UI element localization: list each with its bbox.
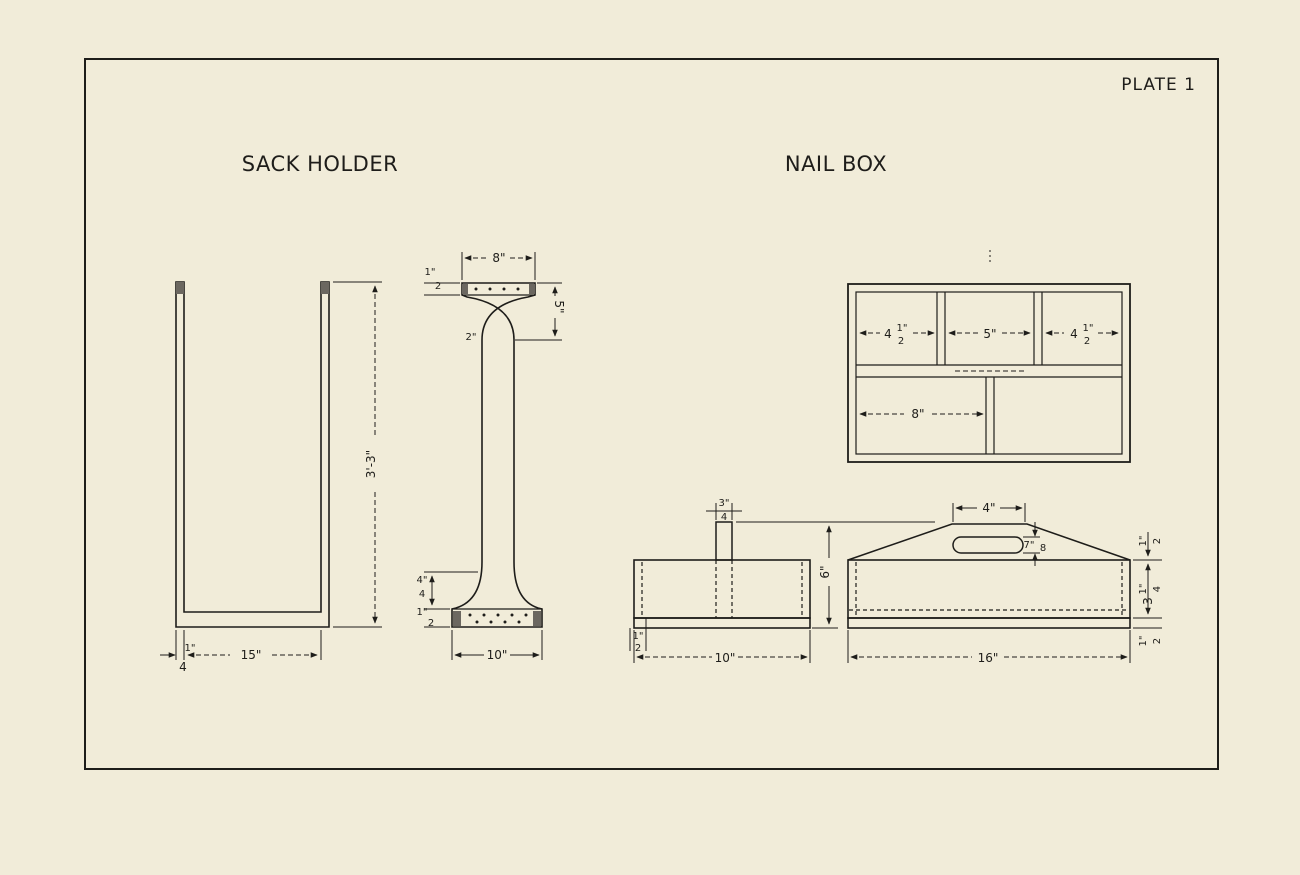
sack-holder-side-view: 3'-3" 15" 1" 4	[160, 281, 382, 674]
wall-numerator: 1"	[1138, 584, 1149, 595]
bottom-flare-denominator: 4	[419, 589, 425, 600]
nail-box-end-view: 3" 4 6" 1" 2 10"	[629, 498, 935, 665]
nail-box-title: NAIL BOX	[785, 152, 887, 176]
nail-box-plan-view: 4 1" 2 5" 4 1" 2 8"	[847, 250, 1131, 463]
right-compartment-whole: 4	[1070, 327, 1078, 341]
end-bottom-denominator: 2	[635, 643, 641, 654]
sack-holder-title: SACK HOLDER	[242, 152, 398, 176]
left-compartment-numerator: 1"	[897, 323, 908, 334]
right-compartment-denominator: 2	[1084, 336, 1090, 347]
middle-compartment-dimension: 5"	[983, 327, 996, 341]
neck-dimension: 2"	[466, 332, 477, 343]
end-bottom-numerator: 1"	[633, 631, 644, 642]
hatch-mark	[529, 284, 535, 294]
post-numerator: 3"	[719, 498, 730, 509]
left-compartment-whole: 4	[884, 327, 892, 341]
bottom-band-denominator: 2	[428, 618, 434, 629]
slot-denominator: 8	[1040, 543, 1046, 554]
bottom-band-numerator: 1"	[417, 607, 428, 618]
handle-board-outline	[847, 523, 1131, 561]
plan-outline	[847, 283, 1131, 463]
end-width-dimension: 10"	[715, 651, 736, 665]
hatch-mark	[533, 611, 541, 626]
handle-width-dimension: 4"	[982, 501, 995, 515]
hatch-mark	[321, 282, 329, 294]
handle-post	[715, 521, 733, 561]
end-height-dimension: 6"	[818, 565, 832, 578]
hatch-mark	[462, 284, 468, 294]
rise-numerator: 1"	[1138, 536, 1149, 547]
nail-holes	[468, 287, 528, 624]
rise-denominator: 2	[1152, 538, 1163, 544]
length-dimension: 16"	[978, 651, 999, 665]
plan-inner-outline	[855, 291, 1123, 455]
slot-numerator: 7"	[1024, 540, 1035, 551]
bottom-width-dimension: 10"	[487, 648, 508, 662]
base-denominator: 2	[1152, 638, 1163, 644]
plate-border	[84, 58, 1219, 770]
right-compartment-numerator: 1"	[1083, 323, 1094, 334]
top-band-numerator: 1"	[425, 267, 436, 278]
wall-denominator: 4	[1152, 586, 1163, 592]
height-dimension: 3'-3"	[364, 450, 378, 478]
side-outline	[847, 559, 1131, 619]
sack-holder-end-view: 8" 1" 2 5" 2" 4" 4 1" 2	[417, 251, 566, 662]
left-compartment-denominator: 2	[898, 336, 904, 347]
width-dimension: 15"	[241, 648, 262, 662]
sack-holder-section: SACK HOLDER 3'-3" 15" 1" 4	[160, 152, 566, 674]
wall-whole: 3	[1141, 597, 1155, 605]
hatch-mark	[176, 282, 184, 294]
nail-box-side-view: 4" 7" 8 1" 2 3 1" 4 1" 2 16"	[847, 501, 1163, 665]
plate-number: PLATE 1	[1121, 75, 1196, 95]
sack-holder-side-outline	[175, 281, 330, 628]
thickness-numerator: 1"	[185, 643, 196, 654]
hand-hole	[952, 536, 1024, 554]
lower-compartment-dimension: 8"	[911, 407, 924, 421]
top-width-dimension: 8"	[492, 251, 505, 265]
nail-box-section: NAIL BOX 4 1" 2 5" 4 1"	[629, 152, 1163, 665]
top-flare-dimension: 5"	[552, 300, 566, 313]
side-bottom-board	[847, 617, 1131, 629]
top-band-denominator: 2	[435, 281, 441, 292]
bottom-flare-numerator: 4"	[417, 575, 428, 586]
sack-holder-end-outline	[451, 282, 543, 628]
post-denominator: 4	[721, 512, 727, 523]
base-numerator: 1"	[1138, 636, 1149, 647]
end-bottom-board	[633, 617, 811, 629]
hatch-mark	[453, 611, 461, 626]
end-outline	[633, 559, 811, 619]
thickness-denominator: 4	[179, 660, 187, 674]
